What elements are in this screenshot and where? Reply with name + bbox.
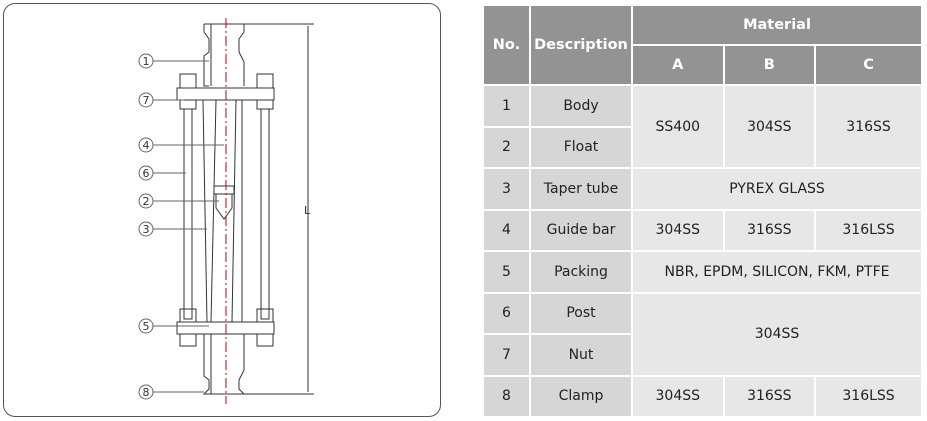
material-c: 316SS (814, 84, 923, 169)
row-description: Body (529, 84, 633, 128)
table-row: 6 Post 304SS (482, 291, 923, 377)
material-c: 316LSS (814, 374, 923, 418)
callout-8: 8 (143, 386, 150, 399)
table-row: 3 Taper tube PYREX GLASS (482, 167, 923, 211)
callout-3: 3 (143, 223, 150, 236)
table-row: 7 Nut (482, 333, 922, 377)
flowmeter-svg: 1 7 4 6 2 3 5 8 L (138, 18, 314, 404)
material-c: 316LSS (814, 208, 923, 252)
header-material: Material (631, 4, 923, 46)
row-description: Guide bar (529, 208, 633, 252)
header-b: B (722, 44, 817, 86)
material-b: 304SS (722, 84, 817, 169)
row-no: 2 (482, 125, 531, 169)
table-row: 5 Packing NBR, EPDM, SILICON, FKM, PTFE (482, 250, 923, 294)
row-description: Taper tube (529, 167, 633, 211)
material-all: 304SS (631, 291, 923, 377)
table-row: 8 Clamp 304SS 316SS 316LSS (482, 374, 923, 418)
material-a: 304SS (631, 374, 725, 418)
callout-7: 7 (143, 94, 150, 107)
table-row: 4 Guide bar 304SS 316SS 316LSS (482, 208, 923, 252)
materials-table: No. Description Material A B C 1 Body SS… (482, 4, 923, 418)
row-description: Clamp (529, 374, 633, 418)
dimension-label: L (304, 204, 311, 217)
header-c: C (814, 44, 923, 86)
callout-4: 4 (143, 139, 150, 152)
callout-1: 1 (143, 55, 150, 68)
header-a: A (631, 44, 725, 86)
callout-5: 5 (143, 320, 150, 333)
row-description: Float (529, 125, 633, 169)
row-no: 8 (482, 374, 531, 418)
row-no: 3 (482, 167, 531, 211)
table-row: 1 Body SS400 304SS 316SS (482, 84, 923, 169)
material-b: 316SS (722, 374, 817, 418)
flowmeter-drawing: 1 7 4 6 2 3 5 8 L (3, 3, 441, 417)
row-description: Nut (529, 333, 633, 377)
material-all: NBR, EPDM, SILICON, FKM, PTFE (631, 250, 923, 294)
material-a: 304SS (631, 208, 725, 252)
row-no: 6 (482, 291, 531, 335)
material-b: 316SS (722, 208, 817, 252)
callout-2: 2 (143, 195, 150, 208)
row-no: 4 (482, 208, 531, 252)
callout-6: 6 (143, 167, 150, 180)
header-description: Description (529, 4, 633, 86)
table-row: 2 Float (482, 125, 922, 169)
material-a: SS400 (631, 84, 725, 169)
row-description: Packing (529, 250, 633, 294)
row-no: 5 (482, 250, 531, 294)
callouts (138, 53, 224, 400)
header-no: No. (482, 4, 531, 86)
row-description: Post (529, 291, 633, 335)
row-no: 1 (482, 84, 531, 128)
row-no: 7 (482, 333, 531, 377)
material-all: PYREX GLASS (631, 167, 923, 211)
